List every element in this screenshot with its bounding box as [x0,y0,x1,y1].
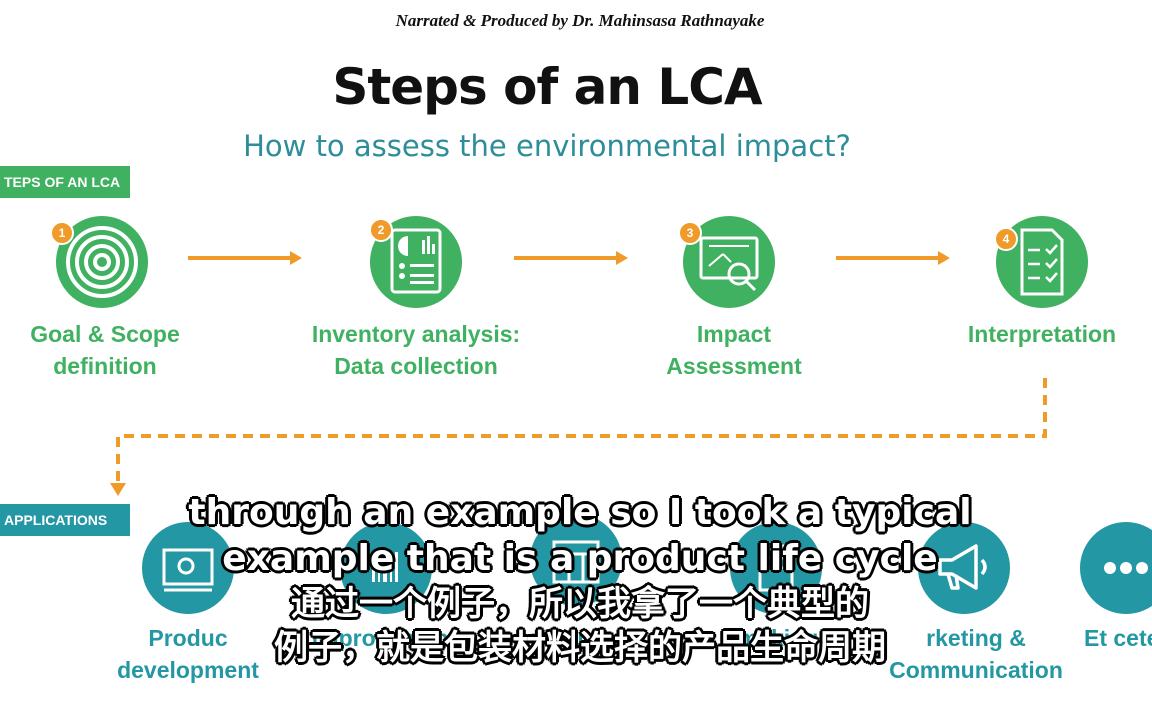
app-1-label-line1: Produc [148,625,228,651]
ellipsis-icon [1104,562,1148,574]
app-3-circle [530,514,622,606]
dashed-feedback-line [116,378,1047,484]
app-1-label: Produc development [58,622,318,686]
step-1-badge: 1 [50,221,74,245]
step-4-circle [996,216,1088,308]
document-icon [758,544,794,592]
checklist-icon [1020,228,1064,296]
subtitle-en-line1: through an example so I took a typical [188,492,972,533]
app-2-label: improvement [254,622,514,654]
step-4-label: Interpretation [892,318,1152,350]
step-1-label-line1: Goal & Scope [30,321,180,347]
step-2-label: Inventory analysis: Data collection [266,318,566,382]
app-6-circle [1080,522,1152,614]
slide-title: Steps of an LCA [332,58,762,116]
app-2-label-line2: improvement [311,625,457,651]
step-2-label-line1: Inventory analysis: [311,321,521,347]
blueprint-gear-icon [162,548,214,592]
steps-section-tag: TEPS OF AN LCA [0,166,130,198]
step-3-label: Impact Assessment [584,318,884,382]
app-5-label-line2: Communication [889,657,1063,683]
app-6-label-line1: Et cete [1084,625,1152,651]
step-1-label: Goal & Scope definition [0,318,255,382]
step-4-badge: 4 [994,227,1018,251]
barcode-icon [372,552,398,582]
calendar-icon [552,540,600,584]
app-4-circle [730,522,822,614]
megaphone-icon [938,544,987,590]
app-4-label-line2: making [737,625,819,651]
arrow-3-4-head [938,251,950,265]
app-5-label-line1: rketing & [926,625,1026,651]
app-3-label-line2: planning [530,625,626,651]
app-1-label-line2: development [117,657,259,683]
applications-section-tag: APPLICATIONS [0,504,130,536]
step-2-badge: 2 [369,218,393,242]
app-5-label: rketing & Communication [846,622,1106,686]
step-4-label-line1: Interpretation [967,321,1117,347]
app-6-label: Et cete [1084,622,1152,654]
target-icon [66,226,138,298]
slide-subtitle: How to assess the environmental impact? [243,129,851,163]
app-2-circle [340,522,432,614]
arrow-1-2-head [290,251,302,265]
app-4-label: making [648,622,908,654]
subtitle-en-line2: example that is a product life cycle [222,538,938,579]
step-3-badge: 3 [678,221,702,245]
app-1-circle [142,522,234,614]
step-3-label-line2: Assessment [666,353,802,379]
step-3-label-line1: Impact [696,321,772,347]
analysis-magnifier-icon [699,236,759,292]
narrator-credit: Narrated & Produced by Dr. Mahinsasa Rat… [395,11,765,30]
arrow-2-3-head [616,251,628,265]
subtitle-zh-line2: 例子，就是包装材料选择的产品生命周期 [274,628,886,668]
subtitle-zh-line1: 通过一个例子，所以我拿了一个典型的 [291,584,869,624]
report-chart-icon [390,228,442,294]
step-3-circle [683,216,775,308]
app-5-circle [918,522,1010,614]
step-1-label-line2: definition [53,353,157,379]
step-2-label-line2: Data collection [334,353,498,379]
app-3-label: planning [448,622,708,654]
